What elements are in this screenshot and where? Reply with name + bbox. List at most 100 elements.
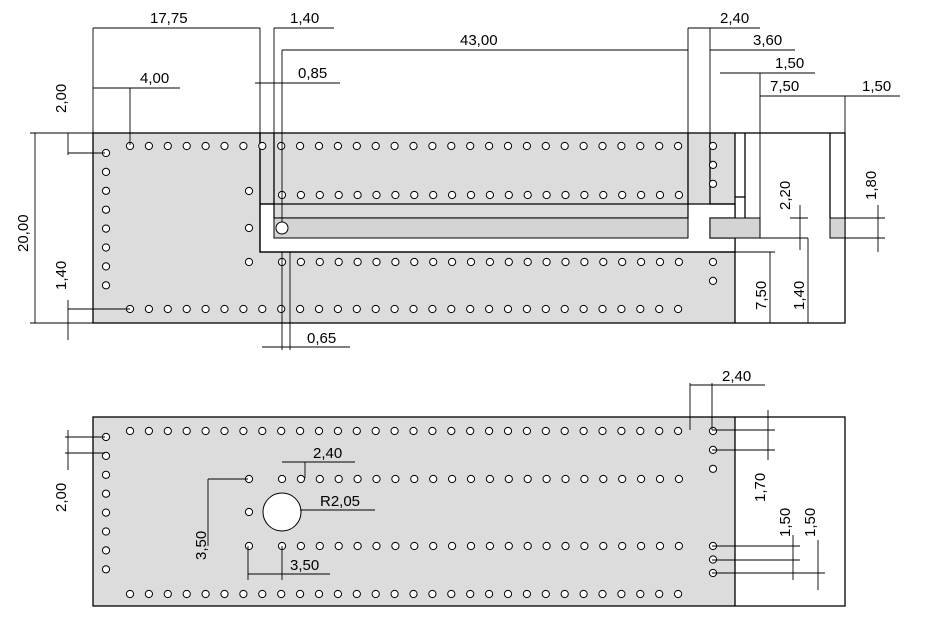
via-hole bbox=[371, 426, 380, 436]
bottom-dim-1-70: 1,70 bbox=[752, 473, 769, 502]
via-hole bbox=[655, 141, 664, 151]
via-hole bbox=[244, 507, 254, 517]
via-hole bbox=[674, 141, 683, 151]
via-hole bbox=[277, 141, 286, 151]
via-hole bbox=[448, 257, 457, 267]
via-hole bbox=[334, 541, 343, 551]
via-hole bbox=[296, 474, 305, 484]
via-hole bbox=[390, 304, 399, 314]
via-hole bbox=[637, 257, 646, 267]
via-hole bbox=[390, 426, 399, 436]
via-hole bbox=[579, 589, 588, 599]
via-hole bbox=[542, 190, 551, 200]
via-hole bbox=[353, 190, 362, 200]
via-hole bbox=[333, 304, 342, 314]
via-hole bbox=[579, 304, 588, 314]
via-hole bbox=[182, 589, 191, 599]
top-dimensions: 17,75 1,40 43,00 2,40 3,60 1,50 7,50 1,5… bbox=[15, 10, 900, 350]
top-right-finger bbox=[709, 217, 761, 239]
via-hole bbox=[353, 474, 362, 484]
top-slot-upper-outline bbox=[259, 133, 735, 253]
bottom-dimensions: 2,40 2,40 R2,05 2,00 3,50 3,50 1,70 bbox=[53, 368, 825, 590]
via-hole bbox=[352, 304, 361, 314]
via-hole bbox=[485, 474, 494, 484]
via-hole bbox=[447, 589, 456, 599]
via-hole bbox=[708, 179, 718, 188]
via-hole bbox=[599, 257, 608, 267]
dim-43-00: 43,00 bbox=[460, 32, 498, 49]
via-hole bbox=[655, 589, 664, 599]
via-hole bbox=[560, 141, 569, 151]
via-hole bbox=[101, 281, 111, 290]
via-hole bbox=[542, 257, 551, 267]
via-hole bbox=[410, 474, 419, 484]
via-hole bbox=[409, 426, 418, 436]
via-hole bbox=[333, 426, 342, 436]
via-hole bbox=[579, 141, 588, 151]
via-hole bbox=[101, 565, 111, 574]
via-hole bbox=[580, 190, 589, 200]
bottom-dim-r2-05: R2,05 bbox=[320, 493, 360, 510]
via-hole bbox=[636, 141, 645, 151]
via-hole bbox=[101, 243, 111, 252]
via-hole bbox=[504, 474, 513, 484]
via-hole bbox=[372, 190, 381, 200]
via-hole bbox=[522, 426, 532, 436]
via-hole bbox=[522, 589, 532, 599]
top-slot-vertical-left bbox=[709, 133, 735, 205]
via-hole bbox=[466, 190, 476, 200]
via-hole bbox=[409, 141, 418, 151]
via-hole bbox=[201, 426, 210, 436]
via-hole bbox=[258, 141, 267, 151]
via-hole bbox=[101, 262, 111, 271]
via-hole bbox=[277, 304, 286, 314]
via-hole bbox=[334, 190, 343, 200]
via-hole bbox=[598, 589, 607, 599]
via-hole bbox=[485, 190, 494, 200]
dim-1-40-left: 1,40 bbox=[53, 261, 70, 290]
via-hole bbox=[617, 304, 626, 314]
via-hole bbox=[277, 589, 286, 599]
via-hole bbox=[314, 141, 324, 151]
via-hole bbox=[599, 474, 608, 484]
dim-2-40-top: 2,40 bbox=[720, 10, 749, 27]
via-hole bbox=[542, 541, 551, 551]
via-hole bbox=[636, 426, 645, 436]
via-hole bbox=[598, 141, 607, 151]
via-hole bbox=[580, 474, 589, 484]
via-hole bbox=[674, 304, 683, 314]
via-hole bbox=[258, 426, 267, 436]
via-hole bbox=[503, 426, 513, 436]
dim-1-50-b: 1,50 bbox=[862, 78, 891, 95]
via-hole bbox=[637, 541, 646, 551]
bottom-dim-2-40-top: 2,40 bbox=[722, 368, 751, 385]
via-hole bbox=[409, 589, 418, 599]
via-hole bbox=[244, 541, 254, 551]
via-hole bbox=[561, 474, 570, 484]
via-hole bbox=[561, 190, 570, 200]
via-hole bbox=[144, 304, 153, 314]
via-hole bbox=[561, 541, 570, 551]
via-hole bbox=[353, 541, 362, 551]
via-hole bbox=[391, 257, 400, 267]
via-hole bbox=[201, 141, 210, 151]
via-hole bbox=[504, 257, 513, 267]
via-hole bbox=[144, 426, 153, 436]
dim-7-50-h: 7,50 bbox=[770, 78, 799, 95]
via-hole bbox=[448, 474, 457, 484]
bottom-dim-1-50-b: 1,50 bbox=[802, 508, 819, 537]
via-hole bbox=[448, 190, 457, 200]
via-hole bbox=[428, 141, 437, 151]
via-hole bbox=[409, 304, 418, 314]
via-hole bbox=[410, 541, 419, 551]
via-hole bbox=[447, 141, 456, 151]
via-hole bbox=[617, 426, 626, 436]
via-hole bbox=[523, 190, 532, 200]
via-hole bbox=[125, 589, 135, 599]
via-hole bbox=[239, 304, 248, 314]
via-hole bbox=[523, 474, 532, 484]
dim-4-00: 4,00 bbox=[140, 70, 169, 87]
via-hole bbox=[101, 489, 111, 498]
via-hole bbox=[296, 541, 305, 551]
via-hole bbox=[182, 426, 191, 436]
